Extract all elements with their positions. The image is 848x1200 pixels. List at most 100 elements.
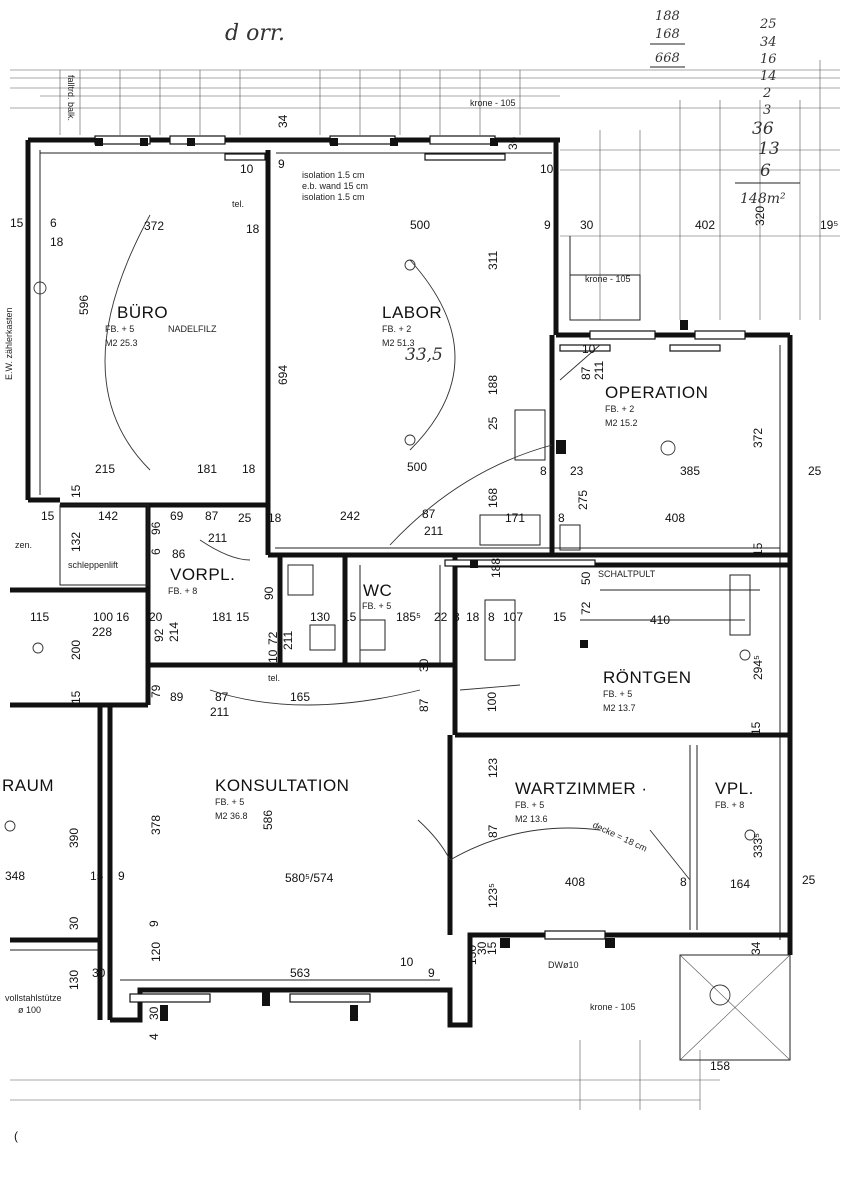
dimension-label: 72 — [266, 631, 280, 645]
dimension-label: 89 — [170, 690, 184, 704]
dimension-label: 22 — [434, 610, 448, 624]
dimension-label: 18 — [268, 511, 282, 525]
room-roentgen-name: RÖNTGEN — [603, 668, 692, 687]
dimension-label: 333⁵ — [751, 833, 765, 858]
dimension-label: 87 — [486, 824, 500, 838]
room-wartzimmer-fb: FB. + 5 — [515, 800, 544, 810]
dimension-label: 15 — [485, 941, 499, 955]
dimension-label: 16 — [116, 610, 130, 624]
dimension-label: 165 — [290, 690, 310, 704]
dimension-label: 500 — [407, 460, 427, 474]
hatch-lines — [10, 60, 840, 1110]
dimension-label: 130 — [310, 610, 330, 624]
dimension-label: 86 — [172, 547, 186, 561]
windows — [94, 135, 746, 1003]
dimension-label: 211 — [592, 361, 606, 380]
dimension-label: 130 — [465, 945, 479, 965]
note-eb-wand: e.b. wand 15 cm — [302, 181, 368, 191]
dimension-label: 20 — [149, 610, 163, 624]
dimension-label: 130 — [67, 970, 81, 990]
dimension-label: 168 — [486, 488, 500, 508]
room-operation-m2: M2 15.2 — [605, 418, 638, 428]
room-vpl-name: VPL. — [715, 779, 754, 798]
note-krone-right: krone - 105 — [585, 274, 631, 284]
dimension-label: 15 — [41, 509, 55, 523]
dimension-label: 30 — [92, 966, 106, 980]
room-vpl-fb: FB. + 8 — [715, 800, 744, 810]
dimension-label: 164 — [730, 877, 750, 891]
dimension-label: 9 — [278, 157, 285, 171]
note-vollstahl-dia: ø 100 — [18, 1005, 41, 1015]
dimension-label: 185⁵ — [396, 610, 421, 624]
dimension-label: 372 — [144, 219, 164, 233]
dimension-label: 6 — [50, 216, 57, 230]
dimension-label: 390 — [67, 828, 81, 848]
dimension-label: 132 — [69, 532, 83, 552]
room-wartzimmer-m2: M2 13.6 — [515, 814, 548, 824]
dimension-label: 6 — [149, 548, 163, 555]
dimension-label: 372 — [751, 428, 765, 448]
dimension-label: 15 — [69, 690, 83, 704]
dimension-label: 402 — [695, 218, 715, 232]
dimension-label: 211 — [424, 524, 443, 538]
note-vollstahl: vollstahlstütze — [5, 993, 62, 1003]
dimension-label: 30 — [580, 218, 594, 232]
note-sum-a-1: 188 — [655, 9, 680, 24]
note-schleppenlift: schleppenlift — [68, 560, 119, 570]
note-sum-a-total: 668 — [655, 51, 680, 66]
dimension-label: 18 — [242, 462, 256, 476]
dimension-label: 8 — [488, 610, 495, 624]
dimension-label: 15 — [751, 542, 765, 556]
room-vorpl-fb: FB. + 8 — [168, 586, 197, 596]
note-isolation-2: isolation 1.5 cm — [302, 192, 365, 202]
dimension-label: 30 — [147, 1006, 161, 1020]
dimension-label: 69 — [170, 509, 184, 523]
dimension-label: 586 — [261, 810, 275, 830]
dimension-label: 596 — [77, 295, 91, 315]
dimension-label: 123⁵ — [486, 883, 500, 908]
dimension-label: 120 — [149, 942, 163, 962]
dimension-label: 9 — [147, 920, 161, 927]
dimension-label: 181 — [197, 462, 217, 476]
pillars — [95, 138, 688, 1021]
note-sum-b-2: 34 — [760, 35, 777, 50]
room-wc-name: WC — [363, 581, 392, 600]
note-krone-bottom: krone - 105 — [590, 1002, 636, 1012]
dimension-label: 87 — [579, 366, 593, 380]
note-sum-b-3: 16 — [760, 52, 777, 67]
note-sum-b-6: 3 — [763, 103, 771, 118]
dimension-label: 211 — [208, 531, 227, 545]
room-roentgen-m2: M2 13.7 — [603, 703, 636, 713]
dimension-label: 15 — [749, 721, 763, 735]
note-tel-1: tel. — [232, 199, 244, 209]
dimension-label: 188 — [486, 375, 500, 395]
dimension-label: 228 — [92, 625, 112, 639]
dimension-label: 15 — [236, 610, 250, 624]
dimension-label: 200 — [69, 640, 83, 660]
note-sum-b-9: 6 — [760, 161, 771, 181]
dimension-label: 294⁵ — [751, 655, 765, 680]
dimension-label: 107 — [503, 610, 523, 624]
dimension-label: 30 — [67, 916, 81, 930]
fixtures — [59, 409, 760, 1006]
room-konsultation-name: KONSULTATION — [215, 776, 349, 795]
dimension-label: 25 — [802, 873, 816, 887]
room-labor-m2: M2 51.3 — [382, 338, 415, 348]
dimension-label: 9 — [118, 869, 125, 883]
dimension-label: 10 — [540, 162, 554, 176]
dimension-label: 90 — [262, 586, 276, 600]
dimension-label: 10 — [582, 342, 596, 356]
note-top: d orr. — [225, 21, 285, 46]
stray-mark: ( — [14, 1129, 18, 1143]
dimension-label: 188 — [489, 558, 503, 578]
dimension-label: 563 — [290, 966, 310, 980]
dimension-label: 10 — [240, 162, 254, 176]
dimension-label: 215 — [95, 462, 115, 476]
dimension-label: 10 — [400, 955, 414, 969]
room-labels: BÜRO FB. + 5 M2 25.3 NADELFILZ LABOR FB.… — [2, 303, 754, 824]
dimension-label: 100 — [93, 610, 113, 624]
dimensions: 34 15 6 18 372 18 9 500 9 30 402 320 19⁵… — [5, 114, 838, 1073]
dimension-label: 115 — [30, 610, 49, 624]
dimension-label: 18 — [466, 610, 480, 624]
